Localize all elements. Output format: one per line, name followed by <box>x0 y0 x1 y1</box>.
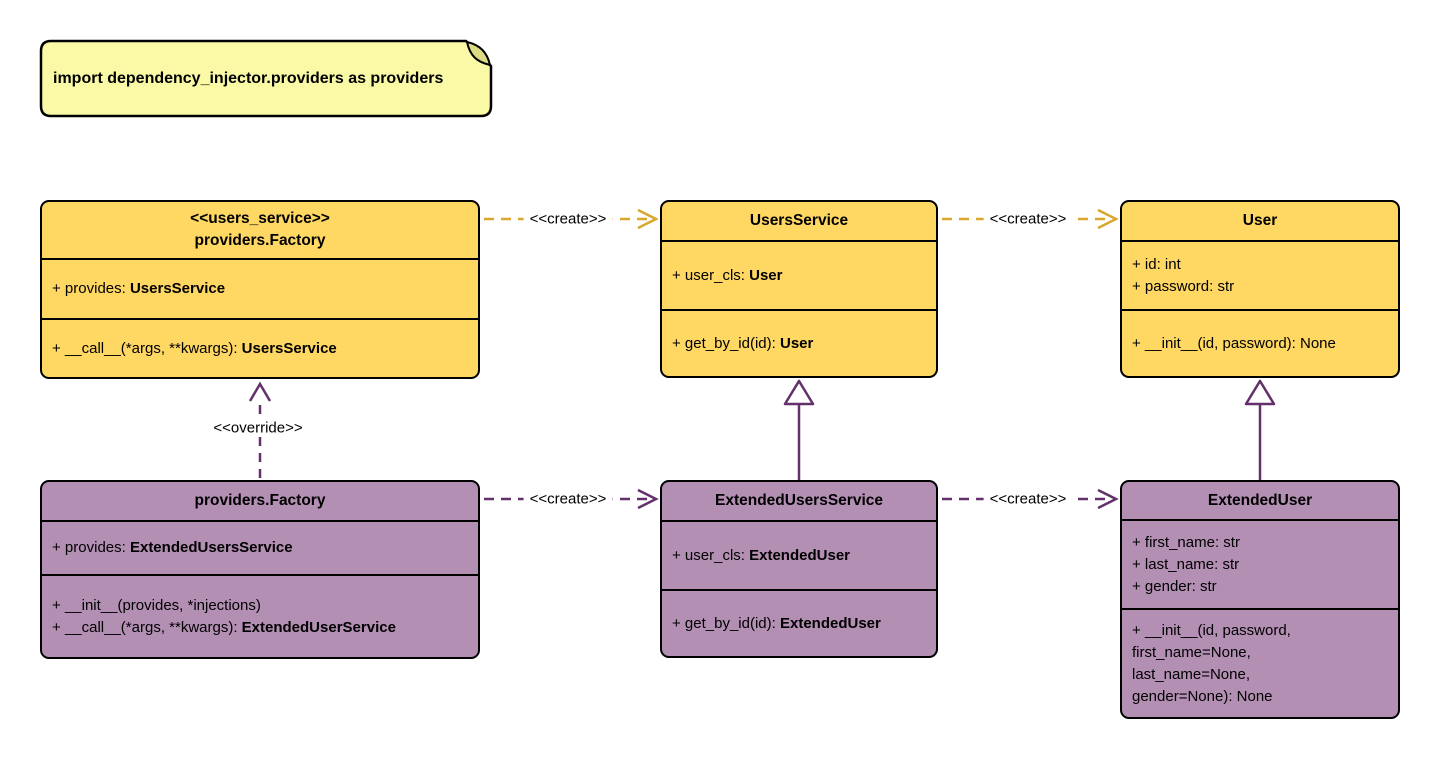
class-name: User <box>1242 212 1278 229</box>
member-type: User <box>779 334 814 352</box>
attribute-line: + first_name: str <box>1132 532 1388 554</box>
class-extended-user: ExtendedUser + first_name: str + last_na… <box>1120 480 1400 719</box>
class-users-service: UsersService + user_cls: User + get_by_i… <box>660 200 938 378</box>
inheritance-triangle-users-service <box>783 379 815 406</box>
member-text: gender=None): None <box>1132 687 1273 705</box>
create-arrow-1-head <box>637 208 659 230</box>
note-fold-icon <box>465 40 492 67</box>
class-attributes: + id: int + password: str <box>1122 240 1398 309</box>
class-name: providers.Factory <box>194 492 326 509</box>
member-text: first_name=None, <box>1132 643 1251 661</box>
class-header: <<users_service>> providers.Factory <box>42 202 478 258</box>
create-arrow-3-head <box>637 488 659 510</box>
member-text: + __init__(id, password): None <box>1132 334 1336 352</box>
attribute-line: + id: int <box>1132 254 1388 276</box>
member-type: UsersService <box>241 339 337 357</box>
class-user: User + id: int + password: str + __init_… <box>1120 200 1400 378</box>
member-text: + get_by_id(id): <box>672 614 780 632</box>
class-attributes: + user_cls: User <box>662 240 936 309</box>
class-header: ExtendedUser <box>1122 482 1398 519</box>
member-text: + password: str <box>1132 277 1235 295</box>
member-text: + __call__(*args, **kwargs): <box>52 339 242 357</box>
attribute-line: + password: str <box>1132 276 1388 298</box>
member-text: + last_name: str <box>1132 555 1240 573</box>
attribute-line: + user_cls: ExtendedUser <box>672 545 926 567</box>
create-edge-label-3: <<create>> <box>523 490 613 508</box>
class-header: UsersService <box>662 202 936 240</box>
method-line: + __call__(*args, **kwargs): UsersServic… <box>52 338 468 360</box>
class-providers-factory-users-service: <<users_service>> providers.Factory + pr… <box>40 200 480 379</box>
create-edge-label-2: <<create>> <box>983 210 1073 228</box>
create-arrow-2-head <box>1097 208 1119 230</box>
class-stereotype: <<users_service>> <box>190 210 330 227</box>
method-line: + __call__(*args, **kwargs): ExtendedUse… <box>52 617 468 639</box>
method-line: + get_by_id(id): ExtendedUser <box>672 613 926 635</box>
member-text: + __init__(id, password, <box>1132 621 1291 639</box>
member-type: User <box>749 266 783 284</box>
method-line: last_name=None, <box>1132 664 1388 686</box>
member-type: ExtendedUser <box>749 546 850 564</box>
member-type: UsersService <box>129 280 226 297</box>
class-methods: + get_by_id(id): ExtendedUser <box>662 589 936 656</box>
class-extended-users-service: ExtendedUsersService + user_cls: Extende… <box>660 480 938 658</box>
class-name: providers.Factory <box>194 232 326 249</box>
attribute-line: + provides: UsersService <box>52 278 468 300</box>
class-attributes: + provides: UsersService <box>42 258 478 318</box>
class-methods: + __call__(*args, **kwargs): UsersServic… <box>42 318 478 377</box>
class-attributes: + provides: ExtendedUsersService <box>42 520 478 574</box>
create-edge-label-4: <<create>> <box>983 490 1073 508</box>
member-text: + id: int <box>1132 255 1181 273</box>
member-text: + get_by_id(id): <box>672 334 780 352</box>
class-header: User <box>1122 202 1398 240</box>
override-edge-label: <<override>> <box>207 419 309 437</box>
member-text: + __call__(*args, **kwargs): <box>52 618 242 636</box>
override-arrow-head <box>248 381 272 402</box>
method-line: + __init__(id, password, <box>1132 620 1388 642</box>
member-type: ExtendedUsersService <box>129 539 293 556</box>
class-attributes: + first_name: str + last_name: str + gen… <box>1122 519 1398 608</box>
method-line: first_name=None, <box>1132 642 1388 664</box>
create-arrow-4-head <box>1097 488 1119 510</box>
note-shape <box>39 39 493 118</box>
member-type: ExtendedUser <box>779 614 881 632</box>
attribute-line: + provides: ExtendedUsersService <box>52 537 468 559</box>
class-attributes: + user_cls: ExtendedUser <box>662 520 936 589</box>
member-text: + first_name: str <box>1132 533 1240 551</box>
class-methods: + get_by_id(id): User <box>662 309 936 376</box>
member-type: ExtendedUserService <box>241 618 396 636</box>
attribute-line: + user_cls: User <box>672 265 926 287</box>
class-name: UsersService <box>749 212 849 229</box>
member-text: + provides: <box>52 539 130 556</box>
class-methods: + __init__(id, password): None <box>1122 309 1398 376</box>
member-text: + __init__(provides, *injections) <box>52 596 261 614</box>
import-note: import dependency_injector.providers as … <box>53 69 444 87</box>
method-line: + __init__(provides, *injections) <box>52 595 468 617</box>
class-name: ExtendedUser <box>1207 491 1313 509</box>
class-name: ExtendedUsersService <box>714 492 883 509</box>
member-text: + gender: str <box>1132 577 1217 595</box>
class-header: ExtendedUsersService <box>662 482 936 520</box>
method-line: + get_by_id(id): User <box>672 333 926 355</box>
member-text: last_name=None, <box>1132 665 1250 683</box>
attribute-line: + gender: str <box>1132 576 1388 598</box>
class-methods: + __init__(provides, *injections) + __ca… <box>42 574 478 657</box>
class-providers-factory-extended: providers.Factory + provides: ExtendedUs… <box>40 480 480 659</box>
member-text: + user_cls: <box>672 546 750 564</box>
create-edge-label-1: <<create>> <box>523 210 613 228</box>
inheritance-triangle-user <box>1244 379 1276 406</box>
class-header: providers.Factory <box>42 482 478 520</box>
member-text: + user_cls: <box>672 266 750 284</box>
attribute-line: + last_name: str <box>1132 554 1388 576</box>
class-methods: + __init__(id, password, first_name=None… <box>1122 608 1398 717</box>
member-text: + provides: <box>52 280 130 297</box>
method-line: gender=None): None <box>1132 686 1388 708</box>
method-line: + __init__(id, password): None <box>1132 333 1388 355</box>
